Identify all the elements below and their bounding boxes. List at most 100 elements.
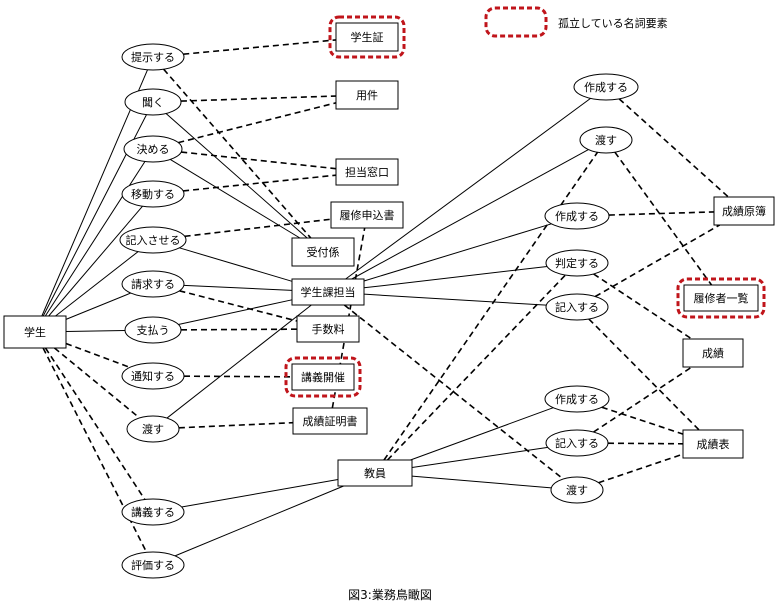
verb-node-kimeru: 決める bbox=[123, 135, 183, 163]
noun-node-kyouin: 教員 bbox=[337, 459, 413, 487]
noun-node-gakuseishou: 学生証 bbox=[335, 22, 399, 52]
edge-tsuuchi-kougi_kaisai bbox=[183, 375, 293, 378]
isolated-highlight-gakuseishou bbox=[328, 15, 406, 59]
verb-node-teiji: 提示する bbox=[121, 43, 185, 71]
edge-shiharau-gakuseika bbox=[178, 299, 293, 325]
legend: 孤立している名詞要素 bbox=[484, 6, 668, 38]
hantei-shape bbox=[545, 249, 609, 277]
edge-gakusei-kinyu_saseru bbox=[55, 251, 139, 317]
sakusei1-shape bbox=[573, 73, 639, 101]
edge-kougi_suru-kyouin bbox=[181, 479, 339, 508]
kinyu2-shape bbox=[545, 293, 609, 321]
seikyuu-shape bbox=[121, 270, 185, 298]
legend-swatch bbox=[484, 6, 548, 38]
noun-node-kougi_kaisai: 講義開催 bbox=[291, 363, 355, 391]
teiji-shape bbox=[121, 43, 185, 71]
gakuseika-shape bbox=[291, 278, 365, 306]
tantou_madoguchi-label: 担当窓口 bbox=[345, 165, 389, 179]
sakusei2-label: 作成する bbox=[555, 210, 599, 223]
isolated-highlight-kougi_kaisai bbox=[284, 356, 362, 398]
edge-watasu1-gakuseika bbox=[166, 304, 312, 419]
sakusei1-label: 作成する bbox=[584, 81, 628, 94]
edge-kiku-uketsuke bbox=[165, 113, 308, 239]
edge-seikyuu-tesuuryou bbox=[179, 290, 298, 322]
kougi_kaisai-label: 講義開催 bbox=[301, 370, 345, 384]
edge-kimeru-tantou_madoguchi bbox=[181, 151, 337, 170]
verb-node-sakusei3: 作成する bbox=[544, 385, 610, 413]
kinyu_saseru-shape bbox=[119, 226, 187, 254]
edge-layer bbox=[41, 39, 729, 557]
verb-node-kougi_suru: 講義する bbox=[121, 498, 185, 526]
tsuuchi-shape bbox=[121, 362, 185, 390]
verb-node-tsuuchi: 通知する bbox=[121, 362, 185, 390]
gakuseika-label: 学生課担当 bbox=[301, 285, 356, 299]
edge-kimeru-youken bbox=[178, 102, 337, 144]
legend-label: 孤立している名詞要素 bbox=[558, 16, 668, 30]
hantei-label: 判定する bbox=[555, 256, 599, 270]
edge-kyouin-watasu3 bbox=[411, 475, 552, 489]
youken-label: 用件 bbox=[356, 89, 378, 102]
edge-gakusei-teiji bbox=[41, 69, 148, 317]
edge-kinyu_saseru-gakuseika bbox=[179, 247, 293, 282]
edge-watasu3-seisekihyou bbox=[598, 453, 684, 484]
edge-sakusei1-seiseki_genbo bbox=[618, 98, 729, 198]
rishuusha_ichiran-label: 履修者一覧 bbox=[694, 291, 749, 305]
edge-gakusei-watasu1 bbox=[53, 347, 140, 419]
edge-watasu2-rishuusha_ichiran bbox=[614, 151, 713, 286]
noun-node-uketsuke: 受付係 bbox=[291, 237, 355, 267]
edge-gakuseika-hantei bbox=[363, 265, 548, 289]
edge-kinyu2-seisekihyou bbox=[588, 318, 700, 431]
watasu2-shape bbox=[579, 126, 633, 154]
noun-node-gakuseika: 学生課担当 bbox=[291, 278, 365, 306]
kougi_suru-label: 講義する bbox=[131, 505, 175, 519]
seiseki_shoumei-shape bbox=[292, 407, 368, 435]
verb-node-sakusei2: 作成する bbox=[544, 202, 610, 230]
kinyu_saseru-label: 記入させる bbox=[126, 233, 181, 247]
gakuseishou-shape bbox=[335, 22, 399, 52]
noun-node-rishuusha_ichiran: 履修者一覧 bbox=[683, 284, 759, 312]
verb-node-kinyu_saseru: 記入させる bbox=[119, 226, 187, 254]
edge-sakusei3-seisekihyou bbox=[601, 406, 684, 435]
verb-node-kiku: 聞く bbox=[124, 88, 182, 116]
edge-idou-tantou_madoguchi bbox=[183, 174, 337, 192]
verb-node-idou: 移動する bbox=[121, 180, 185, 208]
watasu3-shape bbox=[550, 476, 604, 504]
gakusei-label: 学生 bbox=[24, 325, 46, 339]
highlight-layer bbox=[284, 15, 766, 398]
edge-gakuseika-kinyu2 bbox=[363, 293, 547, 306]
edge-kinyu_saseru-rishuu_moushikomi bbox=[184, 218, 332, 238]
kimeru-label: 決める bbox=[137, 143, 170, 156]
kinyu3-shape bbox=[545, 429, 609, 457]
tsuuchi-label: 通知する bbox=[131, 369, 175, 383]
rishuu_moushikomi-shape bbox=[330, 201, 404, 229]
seisekihyou-label: 成績表 bbox=[697, 437, 730, 451]
idou-label: 移動する bbox=[131, 187, 175, 201]
kiku-shape bbox=[124, 88, 182, 116]
verb-node-shiharau: 支払う bbox=[124, 316, 182, 344]
watasu1-label: 渡す bbox=[142, 422, 164, 436]
gakusei-shape bbox=[3, 315, 67, 349]
edge-kinyu2-seiseki_genbo bbox=[594, 224, 721, 298]
verb-node-watasu3: 渡す bbox=[550, 476, 604, 504]
edge-gakuseika-sakusei1 bbox=[345, 97, 591, 280]
seiseki_shoumei-label: 成績証明書 bbox=[303, 414, 358, 428]
edge-kyouin-kinyu3 bbox=[411, 446, 548, 468]
verb-node-seikyuu: 請求する bbox=[121, 270, 185, 298]
edge-kyouin-hantei bbox=[386, 274, 566, 461]
shiharau-label: 支払う bbox=[137, 323, 170, 337]
verb-node-kinyu2: 記入する bbox=[545, 293, 609, 321]
edge-hyouka-kyouin bbox=[174, 485, 344, 557]
verb-node-hantei: 判定する bbox=[545, 249, 609, 277]
verb-node-watasu2: 渡す bbox=[579, 126, 633, 154]
rishuu_moushikomi-label: 履修申込書 bbox=[340, 208, 395, 222]
youken-shape bbox=[335, 80, 399, 110]
verb-node-hyouka: 評価する bbox=[121, 551, 185, 579]
edge-gakusei-tsuuchi bbox=[65, 342, 131, 369]
noun-node-seiseki_shoumei: 成績証明書 bbox=[292, 407, 368, 435]
seisekihyou-shape bbox=[682, 429, 744, 459]
tesuuryou-shape bbox=[296, 315, 360, 343]
tesuuryou-label: 手数料 bbox=[312, 322, 345, 336]
seiseki_genbo-shape bbox=[713, 196, 775, 226]
watasu1-shape bbox=[126, 415, 180, 443]
